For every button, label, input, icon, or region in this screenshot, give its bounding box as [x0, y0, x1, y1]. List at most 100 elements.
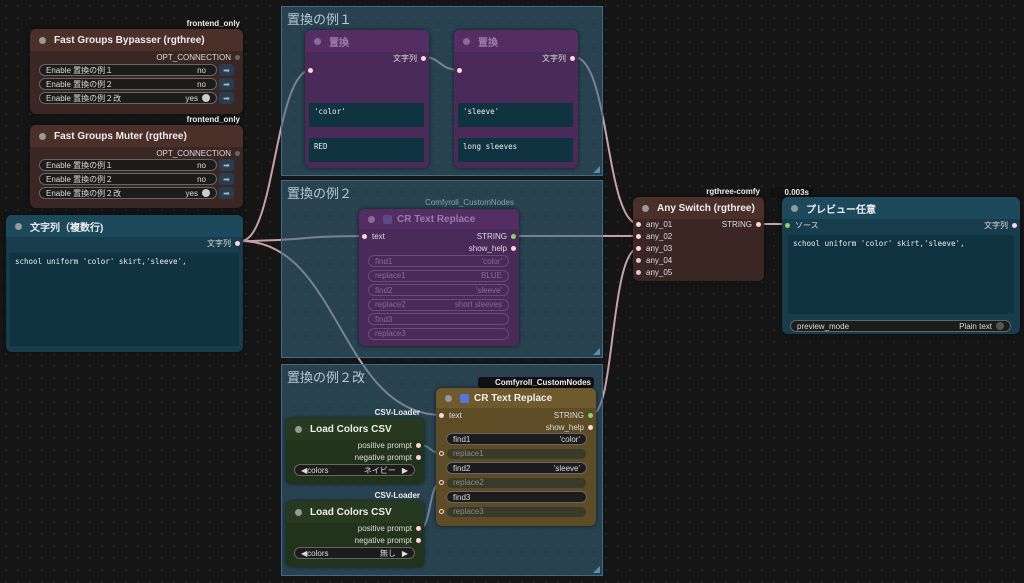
- output-slot-negative[interactable]: negative prompt: [355, 536, 421, 545]
- input-pin[interactable]: [636, 246, 641, 251]
- preview-any-node[interactable]: プレビュー任意 ソース 文字列 school uniform 'color' s…: [782, 197, 1020, 334]
- input-pin[interactable]: [362, 234, 367, 239]
- output-pin[interactable]: [588, 413, 593, 418]
- collapse-dot[interactable]: [295, 508, 302, 516]
- input-slot[interactable]: ソース: [785, 220, 819, 231]
- find-text-area[interactable]: 'color': [309, 103, 424, 127]
- navigate-arrow-button[interactable]: ➡: [219, 159, 234, 171]
- group-resize-handle[interactable]: [593, 348, 600, 355]
- collapse-dot[interactable]: [463, 37, 470, 45]
- output-pin[interactable]: [511, 246, 516, 251]
- group-title[interactable]: 置換の例２改: [287, 370, 366, 385]
- toggle-knob[interactable]: [202, 189, 210, 197]
- find2-field[interactable]: find2'sleeve': [368, 284, 509, 296]
- replace-text-area[interactable]: long sleeves: [458, 138, 573, 162]
- collapse-dot[interactable]: [791, 204, 798, 212]
- text-area[interactable]: school uniform 'color' skirt,'sleeve',: [10, 253, 239, 346]
- collapse-dot[interactable]: [39, 132, 46, 140]
- node-header[interactable]: Any Switch (rgthree): [633, 197, 764, 219]
- group-resize-handle[interactable]: [593, 166, 600, 173]
- toggle-knob[interactable]: [202, 94, 210, 102]
- navigate-arrow-button[interactable]: ➡: [219, 173, 234, 185]
- node-header[interactable]: Load Colors CSV: [286, 418, 424, 440]
- node-header[interactable]: CR Text Replace: [359, 209, 519, 229]
- output-slot[interactable]: 文字列: [542, 53, 575, 64]
- input-pin[interactable]: [636, 222, 641, 227]
- input-pin[interactable]: [636, 234, 641, 239]
- replace-node-2[interactable]: 置換 文字列 'sleeve' long sleeves: [454, 30, 578, 168]
- input-slot-any_02[interactable]: any_02: [636, 232, 672, 241]
- replace-text-area[interactable]: RED: [309, 138, 424, 162]
- replace3-field[interactable]: replace3: [368, 327, 509, 340]
- any-switch-node[interactable]: Any Switch (rgthree) STRING: [633, 197, 764, 281]
- collapse-dot[interactable]: [642, 204, 649, 212]
- output-pin[interactable]: [421, 56, 426, 61]
- find3-field[interactable]: find3: [368, 313, 509, 325]
- output-slot[interactable]: 文字列: [393, 53, 426, 64]
- output-pin[interactable]: [1012, 223, 1017, 228]
- node-header[interactable]: 文字列（複数行): [6, 215, 243, 237]
- replace1-field[interactable]: replace1: [446, 447, 587, 460]
- output-slot-negative[interactable]: negative prompt: [355, 453, 421, 462]
- find-text-area[interactable]: 'sleeve': [458, 103, 573, 127]
- node-header[interactable]: 置換: [454, 30, 578, 52]
- preview-text-area[interactable]: school uniform 'color' skirt,'sleeve',: [788, 235, 1014, 314]
- output-pin[interactable]: [235, 241, 240, 246]
- input-pin[interactable]: [785, 223, 790, 228]
- chevron-left-icon[interactable]: ◀: [301, 465, 308, 475]
- output-slot-string[interactable]: STRING: [477, 232, 516, 241]
- output-slot[interactable]: OPT_CONNECTION: [156, 149, 240, 158]
- load-colors-csv-node-2[interactable]: Load Colors CSV positive prompt negative…: [286, 501, 424, 567]
- output-slot-help[interactable]: show_help: [469, 244, 516, 253]
- collapse-dot[interactable]: [295, 425, 302, 433]
- collapse-dot[interactable]: [39, 36, 46, 44]
- find3-field[interactable]: find3: [446, 491, 587, 503]
- find2-field[interactable]: find2'sleeve': [446, 462, 587, 474]
- node-header[interactable]: Load Colors CSV: [286, 501, 424, 523]
- output-pin[interactable]: [416, 443, 421, 448]
- navigate-arrow-button[interactable]: ➡: [219, 92, 234, 104]
- node-header[interactable]: CR Text Replace: [436, 388, 596, 408]
- toggle-knob[interactable]: [996, 322, 1004, 330]
- output-pin[interactable]: [416, 455, 421, 460]
- navigate-arrow-button[interactable]: ➡: [219, 187, 234, 199]
- input-pin[interactable]: [457, 68, 462, 73]
- widget-input-pin[interactable]: [439, 479, 444, 485]
- group-title[interactable]: 置換の例２: [287, 186, 353, 201]
- input-pin[interactable]: [439, 413, 444, 418]
- output-pin[interactable]: [416, 538, 421, 543]
- input-slot[interactable]: text: [439, 411, 462, 420]
- load-colors-csv-node-1[interactable]: Load Colors CSV positive prompt negative…: [286, 418, 424, 484]
- group-title[interactable]: 置換の例１: [287, 12, 353, 27]
- multiline-string-node[interactable]: 文字列（複数行) 文字列 school uniform 'color' skir…: [6, 215, 243, 352]
- navigate-arrow-button[interactable]: ➡: [219, 64, 234, 76]
- widget-input-pin[interactable]: [439, 508, 444, 514]
- node-header[interactable]: プレビュー任意: [782, 197, 1020, 219]
- find1-field[interactable]: find1'color': [368, 255, 509, 267]
- input-slot-any_04[interactable]: any_04: [636, 256, 672, 265]
- output-pin[interactable]: [416, 526, 421, 531]
- collapse-dot[interactable]: [314, 37, 321, 45]
- output-pin[interactable]: [570, 56, 575, 61]
- output-slot-help[interactable]: show_help: [546, 423, 593, 432]
- output-pin[interactable]: [756, 222, 761, 227]
- output-slot[interactable]: STRING: [722, 220, 761, 229]
- collapse-dot[interactable]: [15, 222, 22, 230]
- input-slot-any_05[interactable]: any_05: [636, 268, 672, 277]
- node-header[interactable]: Fast Groups Muter (rgthree): [30, 125, 243, 147]
- output-pin[interactable]: [511, 234, 516, 239]
- input-slot-any_03[interactable]: any_03: [636, 244, 672, 253]
- input-pin[interactable]: [308, 68, 313, 73]
- output-slot[interactable]: OPT_CONNECTION: [156, 53, 240, 62]
- widget-input-pin[interactable]: [439, 450, 444, 456]
- input-slot-any_01[interactable]: any_01: [636, 220, 672, 229]
- output-pin[interactable]: [235, 55, 240, 60]
